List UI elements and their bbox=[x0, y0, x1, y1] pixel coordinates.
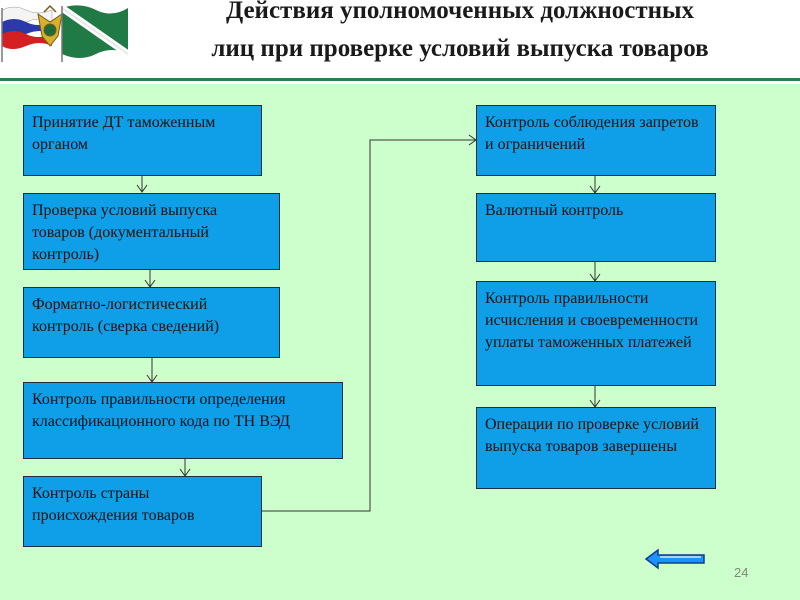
flow-step-format-logic-control: Форматно-логистический контроль (сверка … bbox=[23, 287, 280, 358]
connector-5-to-right bbox=[262, 139, 476, 512]
title-line-1: Действия уполномоченных должностных bbox=[225, 0, 695, 24]
flow-step-currency-control: Валютный контроль bbox=[476, 193, 716, 262]
arrowhead-1-2 bbox=[136, 184, 148, 193]
flow-step-payments-control: Контроль правильности исчисления и своев… bbox=[476, 281, 716, 386]
flow-step-origin-control: Контроль страны происхождения товаров bbox=[23, 476, 262, 547]
flow-step-dt-acceptance: Принятие ДТ таможенным органом bbox=[23, 105, 262, 176]
customs-emblem-icon bbox=[37, 4, 63, 47]
back-arrow-icon[interactable] bbox=[644, 548, 708, 570]
customs-flag-icon bbox=[59, 5, 130, 62]
flow-step-label: Форматно-логистический контроль (сверка … bbox=[32, 296, 220, 335]
logo-group bbox=[1, 4, 130, 62]
header-band bbox=[0, 0, 800, 78]
flow-step-label: Операции по проверке условий выпуска тов… bbox=[485, 416, 699, 455]
flow-step-label: Контроль страны происхождения товаров bbox=[32, 485, 195, 524]
flow-step-prohibitions-control: Контроль соблюдения запретов и ограничен… bbox=[476, 105, 716, 176]
header-divider bbox=[0, 78, 800, 81]
flow-step-operations-completed: Операции по проверке условий выпуска тов… bbox=[476, 407, 716, 489]
flow-step-label: Принятие ДТ таможенным органом bbox=[32, 114, 216, 153]
flow-step-classification-control: Контроль правильности определения класси… bbox=[23, 382, 343, 459]
title-line-2: лиц при проверке условий выпуска товаров bbox=[211, 35, 709, 62]
flow-step-label: Валютный контроль bbox=[485, 202, 624, 219]
flow-step-label: Контроль правильности исчисления и своев… bbox=[485, 290, 699, 351]
flow-step-label: Проверка условий выпуска товаров (докуме… bbox=[32, 202, 218, 263]
flow-step-label: Контроль соблюдения запретов и ограничен… bbox=[485, 114, 699, 153]
flow-step-label: Контроль правильности определения класси… bbox=[32, 391, 291, 430]
russian-flag-icon bbox=[1, 6, 53, 62]
page-number: 24 bbox=[734, 565, 749, 580]
flow-step-documentary-control: Проверка условий выпуска товаров (докуме… bbox=[23, 193, 280, 270]
